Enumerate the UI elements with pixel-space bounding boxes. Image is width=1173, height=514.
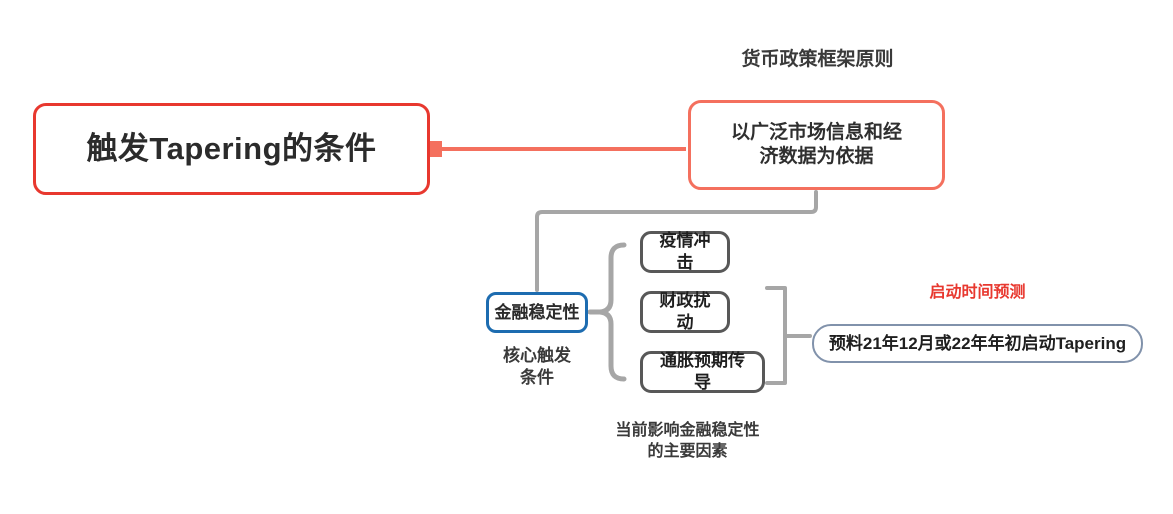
- node-factor-epidemic-shock[interactable]: 疫情冲击: [640, 231, 730, 273]
- label-principle: 货币政策框架原则: [741, 49, 894, 70]
- label-factors: 当前影响金融稳定性 的主要因素: [615, 422, 760, 460]
- connector-root-to-principle: [428, 141, 686, 157]
- node-core-financial-stability[interactable]: 金融稳定性: [486, 292, 588, 333]
- node-prediction[interactable]: 预料21年12月或22年年初启动Tapering: [812, 324, 1143, 363]
- node-factor-inflation-expectation[interactable]: 通胀预期传导: [640, 351, 765, 393]
- node-root[interactable]: 触发Tapering的条件: [33, 103, 430, 195]
- node-principle[interactable]: 以广泛市场信息和经 济数据为依据: [688, 100, 945, 190]
- label-core-trigger-condition: 核心触发 条件: [503, 346, 571, 388]
- bracket-factors-to-prediction: [765, 286, 812, 385]
- label-prediction: 启动时间预测: [929, 284, 1026, 301]
- node-factor-fiscal-disturbance[interactable]: 财政扰动: [640, 291, 730, 333]
